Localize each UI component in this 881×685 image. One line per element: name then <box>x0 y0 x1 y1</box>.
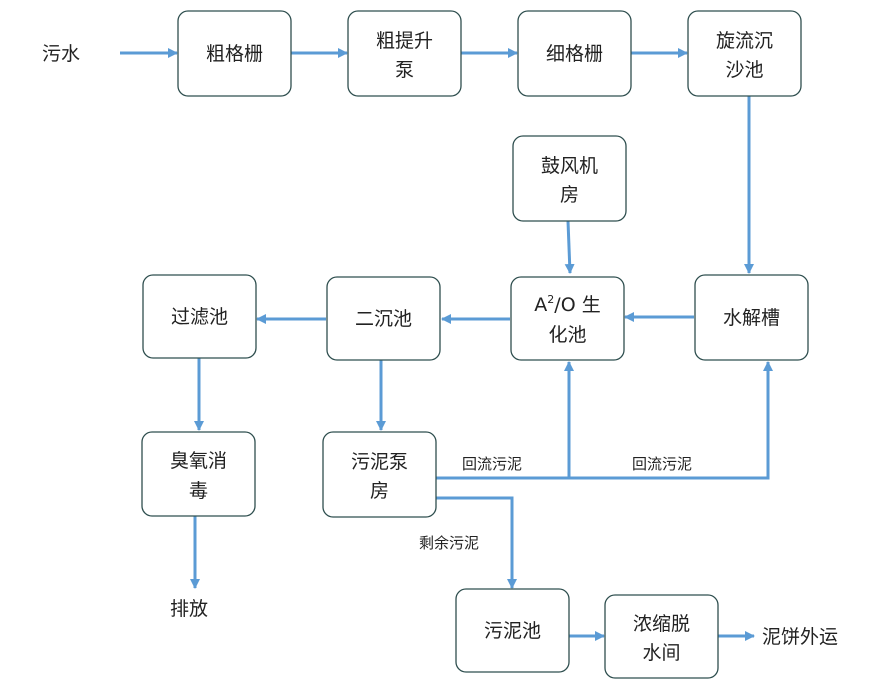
svg-text:污泥泵: 污泥泵 <box>351 451 408 473</box>
node-sludge-pump-room: 污泥泵 房 <box>322 431 437 518</box>
svg-text:污泥池: 污泥池 <box>484 620 541 642</box>
node-coarse-lift-pump: 粗提升 泵 <box>347 10 462 97</box>
svg-text:浓缩脱: 浓缩脱 <box>633 613 690 635</box>
node-vortex-grit-chamber: 旋流沉 沙池 <box>687 10 802 97</box>
terminal-sludge-cake-label: 泥饼外运 <box>762 626 838 648</box>
svg-text:粗提升: 粗提升 <box>376 30 433 52</box>
svg-text:粗格栅: 粗格栅 <box>206 43 263 65</box>
node-secondary-clarifier: 二沉池 <box>326 276 441 361</box>
svg-text:细格栅: 细格栅 <box>546 43 603 65</box>
return-sludge-main-line <box>436 361 773 480</box>
edge-label-return-sludge-right: 回流污泥 <box>632 455 692 473</box>
excess-sludge-line <box>436 496 517 589</box>
svg-text:臭氧消: 臭氧消 <box>170 450 227 472</box>
terminal-input-label: 污水 <box>42 43 80 65</box>
node-filter-tank: 过滤池 <box>142 274 257 359</box>
svg-text:房: 房 <box>370 480 389 502</box>
a2o-label-suffix: /O 生 <box>554 294 600 316</box>
svg-text:A2/O 生: A2/O 生 <box>534 293 600 316</box>
svg-text:水解槽: 水解槽 <box>723 307 780 329</box>
svg-text:沙池: 沙池 <box>725 59 763 81</box>
node-sludge-tank: 污泥池 <box>455 588 570 673</box>
svg-text:水间: 水间 <box>642 642 680 664</box>
svg-text:二沉池: 二沉池 <box>355 308 412 330</box>
node-thickening-dewatering-room: 浓缩脱 水间 <box>604 594 719 679</box>
edge-label-excess-sludge: 剩余污泥 <box>419 534 479 552</box>
svg-text:房: 房 <box>560 184 579 206</box>
svg-text:鼓风机: 鼓风机 <box>541 155 598 177</box>
svg-text:泵: 泵 <box>395 59 414 81</box>
a2o-label-superscript: 2 <box>547 293 554 306</box>
node-ozone-disinfection: 臭氧消 毒 <box>141 431 256 517</box>
svg-text:化池: 化池 <box>548 324 586 346</box>
terminal-discharge-label: 排放 <box>170 598 208 620</box>
node-blower-room: 鼓风机 房 <box>512 135 627 222</box>
a2o-label-prefix: A <box>534 294 547 316</box>
edge-label-return-sludge-left: 回流污泥 <box>462 455 522 473</box>
svg-text:毒: 毒 <box>189 480 208 502</box>
arrow-blower-to-a2o <box>564 220 575 274</box>
node-a2o-bio-tank: A2/O 生 化池 <box>510 276 625 361</box>
svg-text:旋流沉: 旋流沉 <box>716 30 773 52</box>
svg-text:过滤池: 过滤池 <box>171 306 228 328</box>
node-fine-screen: 细格栅 <box>517 10 632 97</box>
node-coarse-screen: 粗格栅 <box>177 10 292 97</box>
node-hydrolysis-tank: 水解槽 <box>694 274 809 361</box>
